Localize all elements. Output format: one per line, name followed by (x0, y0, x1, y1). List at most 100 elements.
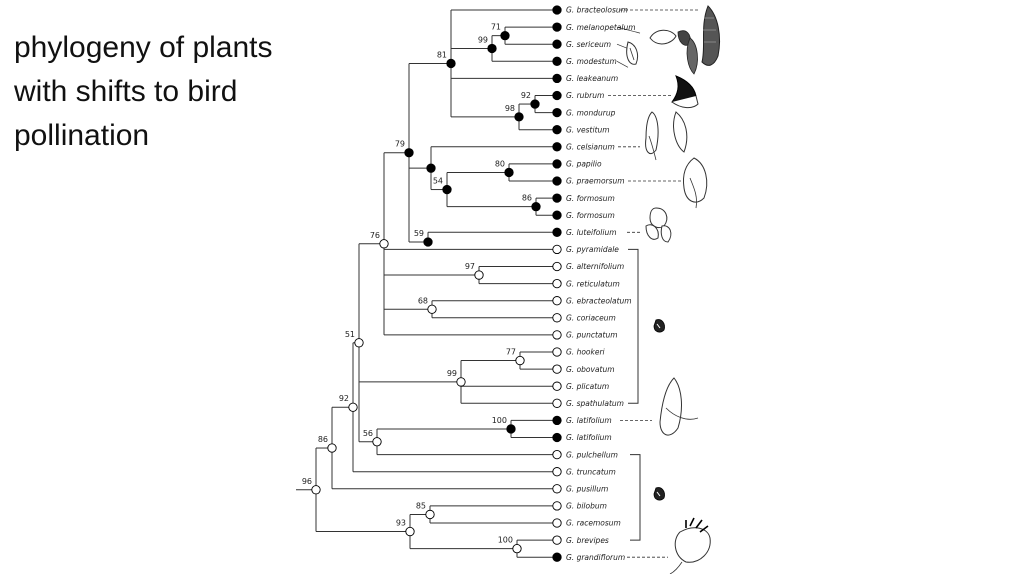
internal-node (487, 43, 497, 54)
tip-marker (552, 313, 562, 323)
support-value: 100 (498, 536, 513, 545)
tip-marker (552, 467, 562, 477)
internal-node (500, 31, 510, 41)
taxon-label: G. formosum (566, 194, 615, 203)
taxon-label: G. modestum (566, 57, 617, 66)
clade-bracket (628, 248, 639, 404)
taxon-label: G. coriaceum (566, 314, 616, 323)
support-value: 85 (416, 501, 426, 510)
taxon-label: G. latifolium (566, 416, 612, 425)
taxon-label: G. plicatum (566, 382, 609, 391)
tip-marker (552, 210, 562, 220)
flower-praemorsum-illustration (683, 157, 708, 209)
taxon-label: G. racemosum (566, 519, 621, 528)
support-value: 99 (447, 369, 457, 378)
taxon-label: G. formosum (566, 211, 615, 220)
support-value: 51 (345, 330, 355, 339)
taxon-label: G. hookeri (566, 348, 606, 357)
internal-node (348, 402, 358, 412)
internal-node (427, 304, 437, 314)
support-value: 100 (492, 416, 507, 425)
support-values: 7199929881808654597997687677991005651928… (302, 23, 532, 545)
taxon-label: G. melanopetalum (566, 23, 636, 32)
tip-marker (552, 176, 562, 186)
taxon-label: G. alternifolium (566, 262, 624, 271)
taxon-label: G. luteifolium (566, 228, 617, 237)
tip-markers (552, 5, 562, 562)
tip-marker (552, 193, 562, 203)
taxon-label: G. grandiflorum (566, 553, 625, 562)
taxon-label: G. reticulatum (566, 279, 620, 288)
flower-bee-pollinated-upper-illustration (653, 319, 665, 333)
title-line: with shifts to bird (14, 75, 238, 108)
tip-marker (552, 381, 562, 391)
tip-marker (552, 347, 562, 357)
tip-marker (552, 364, 562, 374)
support-value: 80 (495, 159, 505, 168)
internal-node (425, 509, 435, 520)
tip-marker (552, 449, 562, 460)
support-value: 68 (418, 296, 428, 305)
internal-node (327, 443, 337, 453)
internal-node (515, 355, 525, 366)
taxon-label: G. pulchellum (566, 450, 618, 459)
flower-illustrations (626, 5, 721, 574)
flower-melanopetalum-illustration (649, 29, 691, 46)
taxon-label: G. bracteolosum (566, 6, 628, 15)
taxon-label: G. rubrum (566, 91, 604, 100)
taxon-label: G. leakeanum (566, 74, 618, 83)
taxon-label: G. praemorsum (566, 177, 625, 186)
support-value: 71 (491, 23, 501, 32)
tip-marker (552, 552, 562, 562)
tip-marker (552, 22, 562, 32)
tip-marker (552, 296, 562, 306)
taxon-label: G. pyramidale (566, 245, 619, 254)
flower-sericeum-illustration (686, 37, 698, 75)
support-value: 92 (339, 394, 349, 403)
taxon-label: G. obovatum (566, 365, 615, 374)
title-line: pollination (14, 119, 150, 152)
tip-marker (552, 518, 562, 528)
taxon-label: G. latifolium (566, 433, 612, 442)
tip-marker (552, 415, 562, 426)
support-value: 99 (478, 35, 488, 44)
tip-marker (552, 278, 562, 289)
taxon-label: G. ebracteolatum (566, 296, 632, 305)
internal-node (456, 377, 466, 387)
support-value: 92 (521, 91, 531, 100)
tip-marker (552, 125, 562, 135)
internal-node (442, 184, 452, 195)
flower-bracteolosum-illustration (701, 5, 721, 66)
tip-marker (552, 244, 562, 255)
internal-node (506, 424, 516, 434)
clade-brackets (628, 248, 641, 541)
tip-marker (552, 56, 562, 66)
tip-marker (552, 142, 562, 152)
flower-luteifolium-illustration (645, 207, 672, 243)
flower-latifolium-illustration (659, 377, 699, 436)
taxon-label: G. truncatum (566, 467, 616, 476)
taxon-label: G. papilio (566, 160, 602, 169)
tip-marker (552, 398, 562, 408)
support-value: 79 (395, 140, 405, 149)
flower-modestum-illustration (626, 41, 639, 65)
internal-node (423, 237, 433, 247)
tip-marker (552, 107, 562, 118)
leader-lines (608, 9, 700, 558)
tip-marker (552, 261, 562, 272)
tip-marker (552, 159, 562, 169)
tree-nodes (311, 31, 541, 554)
internal-node (474, 270, 484, 280)
tip-marker (552, 73, 562, 84)
slide-title: phylogeny of plants with shifts to bird … (14, 26, 344, 158)
title-line: phylogeny of plants (14, 31, 273, 64)
tip-marker (552, 501, 562, 511)
tip-marker (552, 484, 562, 494)
clade-bracket (630, 454, 641, 541)
internal-node (311, 485, 321, 495)
support-value: 86 (318, 435, 328, 444)
internal-node (531, 201, 541, 212)
internal-node (504, 167, 514, 178)
leader-line (616, 60, 629, 68)
